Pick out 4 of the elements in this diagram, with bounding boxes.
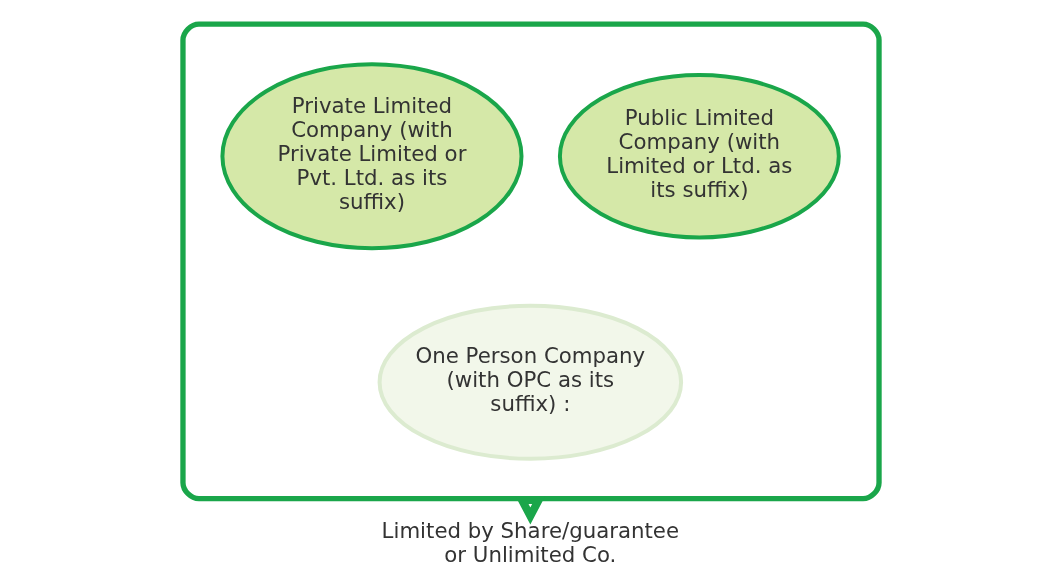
node-ellipse: One Person Company (with OPC as its suffix) : (377, 303, 683, 461)
node-ellipse: Public Limited Company (with Limited or Ltd. as its suffix) (557, 73, 841, 240)
node-ellipse: Private Limited Company (with Private Limited or Pvt. Ltd. as its suffix) (219, 62, 523, 251)
node-text: Limited by Share/guarantee or Unlimited Co. (381, 518, 679, 568)
